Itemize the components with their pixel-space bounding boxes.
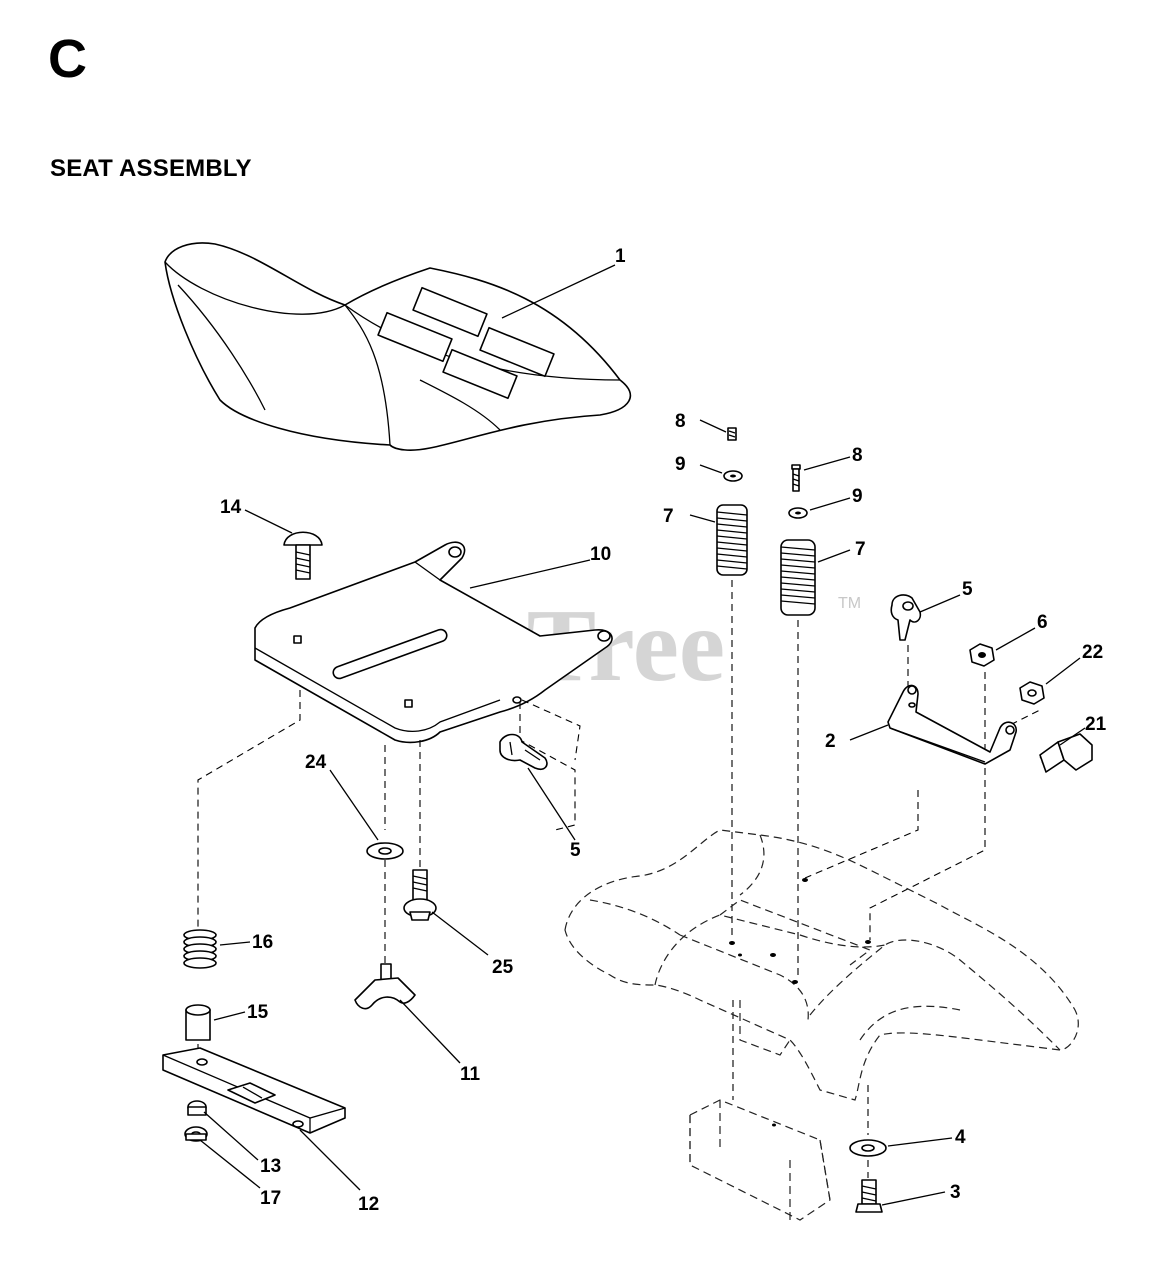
callout-3: 3	[950, 1182, 961, 1203]
callout-9-right: 9	[852, 486, 863, 507]
flange-nut-part	[1019, 681, 1045, 705]
spring-left-part	[716, 504, 748, 576]
slide-plate-part	[162, 1047, 346, 1134]
seat-clip-left-part	[499, 733, 548, 770]
callout-15: 15	[247, 1002, 269, 1023]
callout-16: 16	[252, 932, 273, 953]
callout-5-right: 5	[962, 579, 973, 600]
callout-25: 25	[492, 957, 514, 978]
callout-21: 21	[1085, 714, 1107, 735]
callout-17: 17	[260, 1188, 281, 1209]
seat-clip-right-part	[890, 594, 922, 641]
washer-right-part	[788, 507, 808, 519]
callout-11: 11	[460, 1064, 481, 1085]
callout-8-left: 8	[675, 411, 686, 432]
callout-7-left: 7	[663, 506, 674, 527]
hex-bolt-part	[1039, 733, 1093, 773]
spacer-part	[185, 1004, 211, 1041]
callout-7-right: 7	[855, 539, 866, 560]
mounting-bracket-part	[887, 684, 1017, 765]
section-letter: C	[48, 29, 87, 89]
callout-24: 24	[305, 752, 327, 773]
washer-left-part	[723, 470, 743, 482]
bolt-left-part	[727, 427, 737, 441]
callout-12: 12	[358, 1194, 379, 1215]
carriage-bolt-part	[283, 531, 323, 580]
washer-part	[366, 842, 404, 860]
watermark-trademark: TM	[838, 595, 861, 612]
callout-2: 2	[825, 731, 836, 752]
flat-washer-part	[184, 1126, 208, 1142]
callout-22: 22	[1082, 642, 1103, 663]
knob-part	[354, 963, 416, 1010]
callout-14: 14	[220, 497, 242, 518]
lock-nut-part	[187, 1100, 207, 1116]
lower-washer-part	[849, 1139, 887, 1157]
shoulder-bolt-part	[403, 869, 437, 921]
callout-4: 4	[955, 1127, 966, 1148]
callout-13: 13	[260, 1156, 281, 1177]
lower-bolt-part	[855, 1179, 883, 1213]
callout-5-left: 5	[570, 840, 581, 861]
page-title: SEAT ASSEMBLY	[50, 155, 252, 182]
seat-pan-part	[254, 541, 613, 744]
compression-spring-part	[183, 929, 217, 969]
hex-nut-part	[969, 643, 995, 667]
callout-8-right: 8	[852, 445, 863, 466]
callout-1: 1	[615, 246, 626, 267]
spring-right-part	[780, 539, 816, 616]
callout-10: 10	[590, 544, 611, 565]
chassis-fender-outline	[564, 829, 1079, 1221]
seat-part	[164, 242, 632, 451]
callout-9-left: 9	[675, 454, 686, 475]
callout-6: 6	[1037, 612, 1048, 633]
bolt-right-part	[791, 464, 801, 492]
